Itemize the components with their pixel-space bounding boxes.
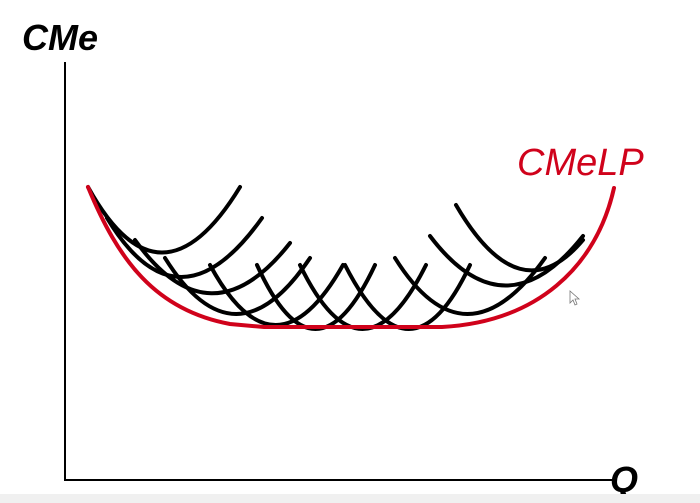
bottom-strip xyxy=(0,494,700,503)
x-axis-label: Q xyxy=(610,459,639,500)
mouse-cursor-icon xyxy=(569,290,581,306)
short-run-curve-1 xyxy=(86,185,242,255)
y-axis-label: CMe xyxy=(22,17,99,58)
long-run-average-cost-curve xyxy=(86,185,616,329)
short-run-curves xyxy=(86,185,585,331)
short-run-curve-11 xyxy=(454,203,585,273)
long-run-curve-label: CMeLP xyxy=(517,142,644,184)
short-run-curve-4 xyxy=(163,256,312,316)
short-run-curve-2 xyxy=(105,216,264,279)
short-run-curve-3 xyxy=(133,238,292,296)
